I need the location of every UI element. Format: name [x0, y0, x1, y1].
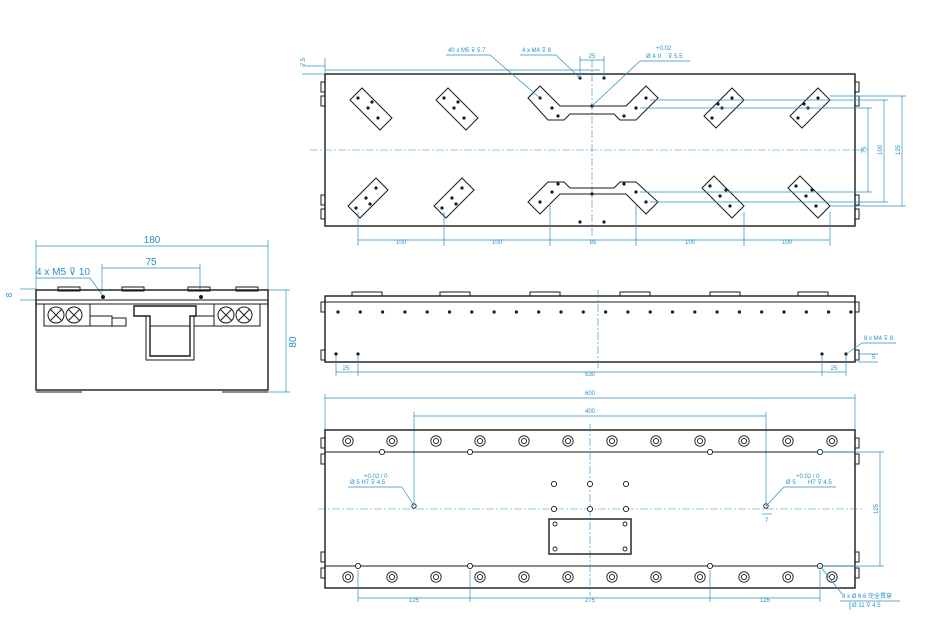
top-note-m5: 40 x M5 ⊽ 5.7	[448, 47, 486, 54]
cbore-note-line1: 8 x Ø 6.6 完全贯穿	[842, 592, 892, 600]
top-dim-right-100: 100	[878, 144, 884, 155]
counterbore-inner	[652, 573, 660, 581]
counterbore-inner	[608, 573, 616, 581]
counterbore-inner	[784, 573, 792, 581]
counterbore-inner	[564, 437, 572, 445]
side-hole	[804, 310, 808, 314]
side-hole	[403, 310, 407, 314]
bottom-dim-400: 400	[585, 409, 596, 415]
counterbore-inner	[784, 437, 792, 445]
side-dim-right-25: 25	[831, 366, 838, 372]
side-small-dim: 5	[872, 355, 876, 361]
side-hole	[737, 310, 742, 314]
top-dim-bottom-4: 100	[685, 240, 696, 246]
side-hole	[760, 310, 764, 314]
side-hole-note: 8 x M4 ⊽ 8	[864, 335, 894, 342]
side-hole	[849, 310, 853, 314]
top-dim-bottom-3: 85	[590, 240, 597, 246]
counterbore-inner	[828, 573, 836, 581]
side-hole	[336, 310, 340, 314]
cbore-note-line2: Ø 11 ⊽ 4.5	[852, 602, 881, 609]
counterbore-row-top	[342, 435, 838, 447]
side-hole	[537, 310, 541, 314]
front-dim-75: 75	[145, 257, 157, 268]
top-note-m4: 4 x M4 ⊽ 8	[522, 47, 552, 54]
top-pin-depth: ⊽ 5.5	[668, 53, 683, 60]
counterbore-inner	[476, 437, 484, 445]
bottom-right-hole-note: Ø 5	[786, 480, 796, 486]
side-view: 25 530 25 8 x M4 ⊽ 8 5	[320, 290, 896, 378]
top-pin-tol-lower: 0	[658, 54, 662, 60]
side-hole	[559, 310, 563, 314]
side-hole	[604, 310, 608, 314]
front-dim-180: 180	[144, 235, 161, 246]
counterbore-inner	[740, 437, 748, 445]
front-dim-8: 8	[5, 292, 14, 297]
side-hole	[381, 310, 385, 314]
top-dim-7-5: 7.5	[301, 57, 307, 66]
counterbore-inner	[432, 437, 440, 445]
counterbore-inner	[828, 437, 836, 445]
counterbore-inner	[564, 573, 572, 581]
counterbore-inner	[740, 573, 748, 581]
side-hole	[425, 310, 429, 314]
counterbore-row-bottom	[342, 571, 838, 583]
top-dim-25: 25	[589, 54, 596, 60]
side-hole	[581, 310, 585, 314]
side-hole	[492, 310, 496, 314]
side-hole	[693, 310, 697, 314]
side-hole	[514, 310, 519, 314]
counterbore-inner	[344, 573, 352, 581]
side-hole	[827, 310, 831, 314]
top-view: 40 x M5 ⊽ 5.7 4 x M4 ⊽ 8 25 Ø 4 +0.02 0 …	[301, 46, 906, 246]
front-dim-80: 80	[288, 336, 299, 348]
side-dim-left-25: 25	[343, 366, 350, 372]
counterbore-inner	[432, 573, 440, 581]
front-view: 180 75 4 x M5 ⊽ 10 8 80	[5, 235, 299, 393]
side-hole	[447, 310, 452, 314]
bottom-dim-275: 275	[585, 598, 596, 604]
bottom-right-hole-fit: H7 ⊽ 4.5	[808, 479, 832, 486]
side-hole	[670, 310, 675, 314]
top-plate-1	[349, 87, 393, 131]
top-dim-bottom-1: 100	[396, 240, 407, 246]
bottom-small-dim-7: 7	[765, 518, 769, 524]
top-pin-note: Ø 4	[646, 54, 656, 60]
side-hole	[470, 310, 474, 314]
counterbore-inner	[520, 437, 528, 445]
top-pin-tol-upper: +0.02	[656, 46, 672, 52]
front-hole-note: 4 x M5 ⊽ 10	[36, 267, 90, 278]
side-hole	[782, 310, 786, 314]
counterbore-inner	[696, 573, 704, 581]
bottom-left-hole-tol: +0.02 / 0	[364, 474, 388, 480]
side-hole	[715, 310, 719, 314]
top-dim-right-75: 75	[862, 146, 868, 153]
counterbore-inner	[476, 573, 484, 581]
bottom-right-hole-tol: +0.02 / 0	[796, 474, 820, 480]
side-dim-530: 530	[585, 372, 596, 378]
counterbore-inner	[652, 437, 660, 445]
side-hole-row	[336, 310, 853, 314]
counterbore-inner	[608, 437, 616, 445]
top-dim-bottom-2: 100	[492, 240, 503, 246]
top-dim-bottom-5: 100	[782, 240, 793, 246]
bottom-dim-right-125: 125	[874, 503, 880, 514]
side-hole	[648, 310, 652, 314]
bottom-dim-125-right: 125	[760, 598, 771, 604]
bottom-left-hole-note: Ø 5 H7 ⊽ 4.5	[350, 479, 386, 486]
side-hole	[358, 310, 362, 314]
side-hole	[626, 310, 630, 314]
counterbore-inner	[696, 437, 704, 445]
counterbore-inner	[344, 437, 352, 445]
counterbore-inner	[388, 573, 396, 581]
bottom-dim-125-left: 125	[409, 598, 420, 604]
bottom-dim-600: 600	[585, 391, 596, 397]
top-dim-right-125: 125	[896, 144, 902, 155]
counterbore-inner	[388, 437, 396, 445]
counterbore-inner	[520, 573, 528, 581]
bottom-view: 600 400 Ø 5	[318, 391, 900, 610]
